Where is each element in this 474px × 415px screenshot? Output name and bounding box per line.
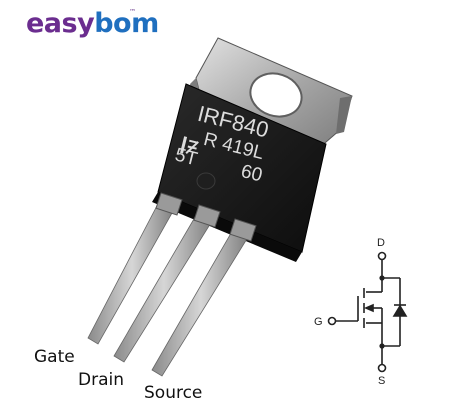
metal-tab (190, 37, 353, 155)
easybom-logo: easybom ™ (26, 8, 159, 39)
drain-label: Drain (78, 370, 124, 390)
source-label: Source (144, 383, 203, 403)
gate-label: Gate (34, 347, 75, 367)
epoxy-body: IRF840 R 419L 5T 60 (152, 83, 327, 262)
ejector-pin-mark (196, 172, 216, 190)
drain-terminal (377, 251, 387, 261)
marking-line-3b: 60 (239, 161, 265, 186)
mosfet-schematic: D G S (314, 237, 408, 387)
logo-bom: bom (94, 8, 159, 39)
logo-easy: easy (26, 8, 95, 39)
gate-terminal (327, 316, 337, 326)
schematic-gate-label: G (314, 316, 323, 328)
source-terminal (377, 363, 387, 373)
mounting-hole (249, 72, 303, 118)
trademark-mark: ™ (129, 8, 136, 16)
transistor-leads (87, 192, 257, 377)
schematic-drain-label: D (377, 237, 385, 249)
ir-logo (180, 136, 199, 155)
schematic-source-label: S (378, 375, 385, 387)
